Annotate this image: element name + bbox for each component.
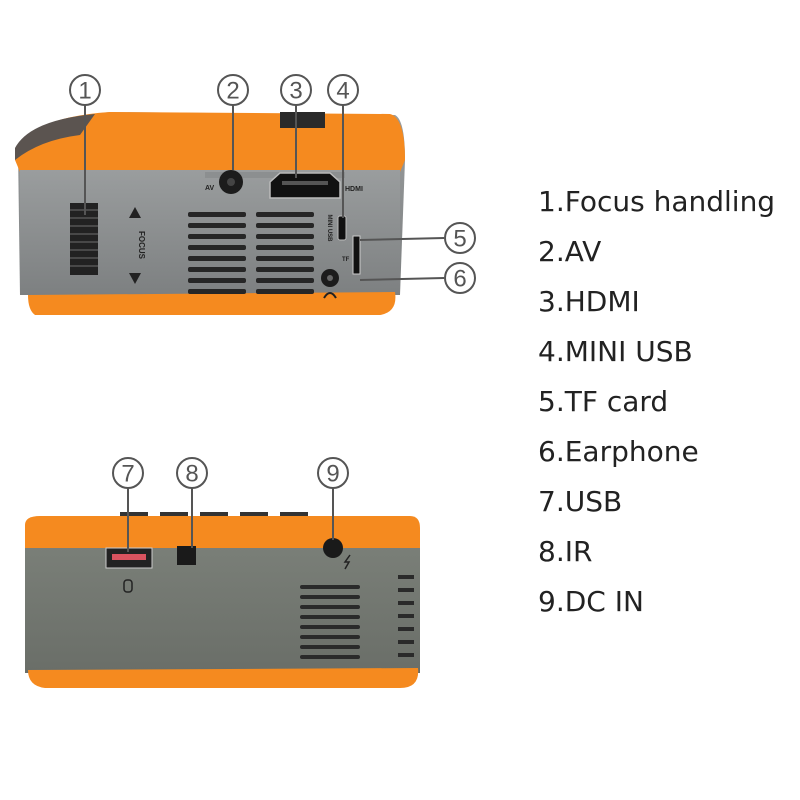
callout-number: 1 [78,78,91,105]
legend-item: 2.AV [538,235,602,268]
lightning-icon [343,554,351,570]
callout-number: 7 [121,461,134,488]
ir-sensor-icon [177,546,196,565]
arrow-down-icon [129,273,141,284]
legend-item: 9.DC IN [538,585,644,618]
callout-number: 3 [289,78,302,105]
legend-item: 5.TF card [538,385,669,418]
side-vent-icon [300,575,414,659]
callout-9 [317,457,349,489]
hdmi-port-icon [269,172,341,199]
callout-number: 9 [326,461,339,488]
legend-item: 3.HDMI [538,285,640,318]
av-label: AV [205,185,215,192]
legend-item: 7.USB [538,485,623,518]
top-button-icon [280,112,325,128]
vent-grille-icon [188,212,314,294]
legend-item: 8.IR [538,535,593,568]
callout-7 [112,457,144,489]
port-legend: 1.Focus handling 2.AV 3.HDMI 4.MINI USB … [538,180,775,630]
callout-lines [84,105,445,552]
callout-8 [176,457,208,489]
callout-number: 2 [226,78,239,105]
mini-usb-port-icon [337,215,347,241]
tf-label: TF [342,257,350,263]
callout-number: 6 [453,266,466,293]
dc-in-port-icon [323,538,343,558]
callout-5 [444,222,476,254]
usb-symbol-icon [123,579,133,593]
callout-3 [280,74,312,106]
focus-label: FOCUS [137,231,146,260]
legend-item: 1.Focus handling [538,185,776,218]
arrow-up-icon [129,207,141,218]
projector-side-view: FOCUS AV HDMI MINI USB TF [15,112,405,315]
legend-item: 4.MINI USB [538,335,693,368]
legend-item: 6.Earphone [538,435,699,468]
mini-usb-label: MINI USB [326,215,332,243]
callout-2 [217,74,249,106]
callout-number: 4 [336,78,349,105]
hdmi-label: HDMI [345,186,363,193]
callout-number: 8 [185,461,198,488]
callout-number: 5 [453,226,466,253]
callout-6 [444,262,476,294]
tf-slot-icon [352,235,361,275]
callout-4 [327,74,359,106]
headphone-icon [323,292,337,299]
callout-1 [69,74,101,106]
projector-back-view [25,512,420,688]
